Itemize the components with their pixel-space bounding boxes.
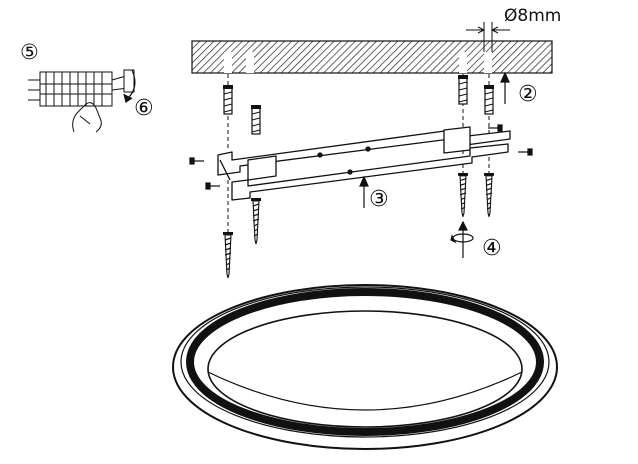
alignment-lines	[227, 74, 490, 232]
ceiling-lamp	[172, 284, 558, 450]
hole-diameter-label: Ø8mm	[504, 6, 562, 26]
fixing-screw	[457, 172, 469, 218]
curved-arrow	[123, 69, 136, 103]
wall-anchor	[222, 84, 234, 115]
rotate-arrow-icon	[450, 220, 474, 258]
up-arrow	[500, 71, 510, 104]
fixing-screw	[483, 172, 495, 218]
step-2-label: ②	[518, 82, 538, 107]
fixing-screw	[250, 197, 262, 245]
fixing-screw	[222, 231, 234, 279]
step-4-label: ④	[482, 236, 502, 261]
wall-anchor	[457, 74, 469, 105]
hole-dimension-marker	[466, 22, 510, 52]
hand-icon	[72, 102, 102, 133]
step-6-label: ⑥	[134, 96, 154, 121]
ceiling	[191, 40, 553, 74]
up-arrow	[359, 175, 369, 208]
terminal-block	[28, 69, 135, 107]
wall-anchor	[250, 104, 262, 135]
step-5-label: ⑤	[20, 40, 39, 64]
wall-anchor	[483, 84, 495, 115]
mounting-bracket	[217, 126, 511, 201]
bracket-screw	[189, 124, 533, 190]
step-3-label: ③	[369, 187, 389, 212]
